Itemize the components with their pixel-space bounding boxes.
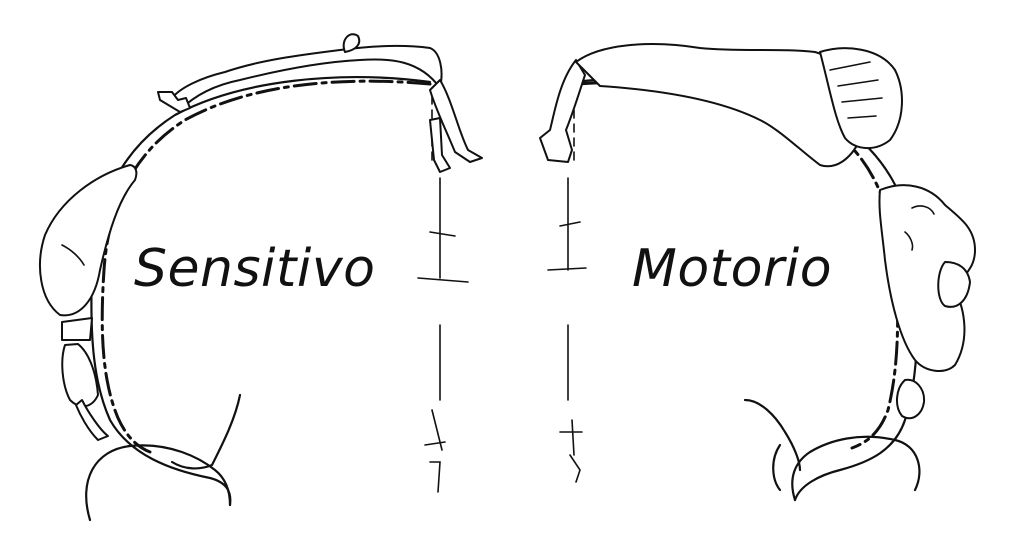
right-midline-lower <box>559 324 583 483</box>
left-sulcus <box>170 393 242 470</box>
sensory-label: Sensitivo <box>134 239 376 299</box>
right-midline-mid <box>547 177 587 271</box>
sensory-homunculus-icon <box>39 33 483 441</box>
right-temporal-lobe <box>791 435 921 502</box>
right-sulcus <box>743 398 802 492</box>
left-midline-lower <box>424 324 446 493</box>
left-hemisphere <box>39 33 483 522</box>
right-hemisphere <box>539 43 976 502</box>
motor-label: Motorio <box>632 239 833 299</box>
left-midline-mid <box>417 177 469 283</box>
left-temporal-lobe <box>85 444 232 522</box>
motor-homunculus-icon <box>539 43 976 420</box>
